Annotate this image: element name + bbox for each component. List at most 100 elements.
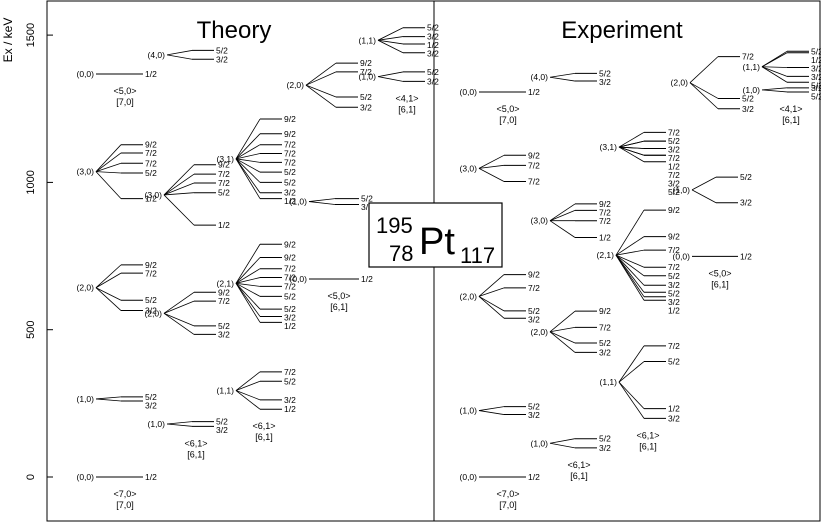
spin-label: 3/2 xyxy=(216,54,228,64)
spin-label: 5/2 xyxy=(599,68,611,78)
multiplet-tag: (2,0) xyxy=(77,283,95,293)
fan-connector xyxy=(163,192,195,196)
spin-label: 5/2 xyxy=(811,91,821,101)
band-label: <5,0> xyxy=(113,86,136,96)
fan-connector xyxy=(377,39,404,54)
fan-connector xyxy=(235,390,261,401)
fan-connector xyxy=(618,381,645,409)
y-axis-label: Ex / keV xyxy=(1,18,15,63)
atomic-number: 78 xyxy=(389,241,413,266)
band-label: <5,0> xyxy=(708,268,731,278)
multiplet-31: (3,1)9/29/27/27/27/25/25/23/21/2 xyxy=(217,114,297,206)
fan-connector xyxy=(618,146,645,149)
spin-label: 7/2 xyxy=(668,245,680,255)
band-label: [6,1] xyxy=(639,441,657,451)
multiplet-20: (2,0)9/27/25/23/2 xyxy=(287,58,373,112)
fan-connector xyxy=(615,254,645,277)
fan-connector xyxy=(615,236,645,256)
spin-label: 3/2 xyxy=(599,443,611,453)
spin-label: 9/2 xyxy=(218,287,230,297)
fan-connector xyxy=(305,62,337,86)
multiplet-11: (1,1)7/25/23/21/2<6,1>[6,1] xyxy=(217,367,297,442)
spin-label: 5/2 xyxy=(284,167,296,177)
multiplet-tag: (1,1) xyxy=(359,35,377,45)
spin-label: 3/2 xyxy=(361,202,373,212)
spin-label: 3/2 xyxy=(742,104,754,114)
spin-label: 1/2 xyxy=(427,40,439,50)
multiplet-tag: (2,0) xyxy=(145,308,163,318)
spin-label: 5/2 xyxy=(811,46,821,56)
multiplet-tag: (3,0) xyxy=(460,163,478,173)
multiplet-21: (2,1)9/29/27/27/25/23/25/23/21/2 xyxy=(597,205,681,316)
multiplet-30: (3,0)9/27/27/25/21/2 xyxy=(145,160,231,230)
multiplet-11: (1,1)7/25/21/23/2<6,1>[6,1] xyxy=(600,341,681,451)
spin-label: 3/2 xyxy=(599,347,611,357)
band-label: [7,0] xyxy=(499,115,517,125)
multiplet-tag: (2,0) xyxy=(531,327,549,337)
fan-connector xyxy=(235,371,261,391)
fan-connector xyxy=(549,442,576,449)
fan-connector xyxy=(691,189,717,204)
spin-label: 1/2 xyxy=(668,162,680,172)
fan-connector xyxy=(478,168,505,182)
spin-label: 7/2 xyxy=(599,216,611,226)
fan-connector xyxy=(377,36,404,41)
fan-connector xyxy=(235,282,261,297)
spin-label: 9/2 xyxy=(218,160,230,170)
multiplet-00: (0,0)1/2<7,0>[7,0] xyxy=(460,472,541,510)
y-tick-label: 500 xyxy=(25,321,37,339)
spin-label: 3/2 xyxy=(528,410,540,420)
spin-label: 7/2 xyxy=(528,160,540,170)
spin-label: 5/2 xyxy=(284,376,296,386)
multiplet-tag: (2,0) xyxy=(287,80,305,90)
fan-connector xyxy=(377,39,404,45)
fan-connector xyxy=(618,146,645,163)
spin-label: 7/2 xyxy=(284,157,296,167)
multiplet-10: (1,0)5/23/2 xyxy=(290,194,374,213)
fan-connector xyxy=(691,176,717,191)
band-label: [6,1] xyxy=(187,449,205,459)
multiplet-tag: (2,1) xyxy=(217,278,235,288)
spin-label: 7/2 xyxy=(284,140,296,150)
spin-label: 5/2 xyxy=(145,392,157,402)
fan-connector xyxy=(163,164,195,196)
fan-connector xyxy=(163,291,195,314)
multiplet-tag: (2,0) xyxy=(460,291,478,301)
spin-label: 7/2 xyxy=(360,67,372,77)
fan-connector xyxy=(761,89,788,93)
multiplet-tag: (1,0) xyxy=(290,197,308,207)
fan-connector xyxy=(549,331,576,344)
spin-label: 7/2 xyxy=(668,153,680,163)
band-label: [7,0] xyxy=(116,500,134,510)
fan-connector xyxy=(95,162,122,173)
spin-label: 5/2 xyxy=(284,177,296,187)
spin-label: 9/2 xyxy=(599,306,611,316)
spin-label: 5/2 xyxy=(216,45,228,55)
multiplet-10: (1,0)5/23/2<6,1>[6,1] xyxy=(531,434,612,481)
fan-connector xyxy=(615,209,645,256)
fan-connector xyxy=(163,173,195,196)
fan-connector xyxy=(305,84,337,108)
fan-connector xyxy=(166,423,193,427)
spin-label: 3/2 xyxy=(811,63,821,73)
band-label: [6,1] xyxy=(711,279,729,289)
band-label: [7,0] xyxy=(116,97,134,107)
spin-label: 3/2 xyxy=(668,297,680,307)
fan-connector xyxy=(235,380,261,391)
multiplet-tag: (1,1) xyxy=(600,377,618,387)
multiplet-tag: (1,1) xyxy=(743,62,761,72)
spin-label: 3/2 xyxy=(811,83,821,93)
fan-connector xyxy=(235,268,261,284)
multiplet-11: (1,1)5/21/23/23/25/2 xyxy=(743,46,821,90)
fan-connector xyxy=(761,87,788,91)
spin-label: 7/2 xyxy=(284,281,296,291)
spin-label: 3/2 xyxy=(599,77,611,87)
spin-label: 9/2 xyxy=(284,129,296,139)
fan-connector xyxy=(618,345,645,383)
spin-label: 1/2 xyxy=(740,251,752,261)
multiplet-tag: (3,0) xyxy=(145,190,163,200)
fan-connector xyxy=(305,71,337,86)
fan-connector xyxy=(478,406,505,411)
